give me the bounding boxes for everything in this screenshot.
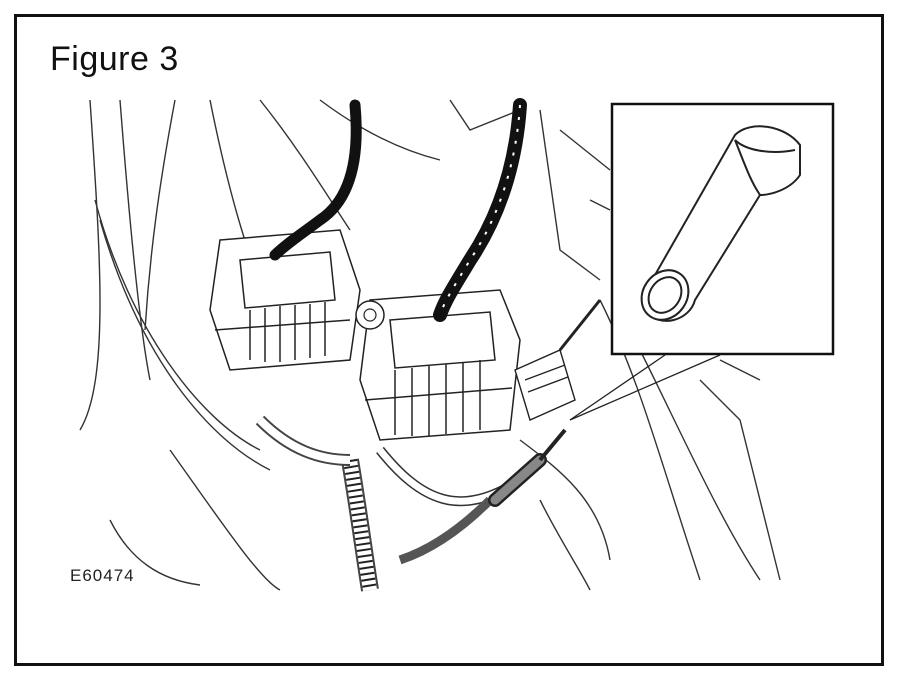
- black-wire-left: [269, 99, 362, 261]
- inset-detail: [610, 102, 835, 356]
- installed-butt-connector: [488, 428, 567, 507]
- butt-connector-detail: [640, 125, 801, 322]
- right-connector: [359, 289, 521, 441]
- black-wire-right: [433, 98, 527, 322]
- mounting-bolt: [355, 300, 385, 330]
- figure-title: Figure 3: [50, 40, 179, 78]
- small-connector: [514, 299, 602, 421]
- left-connector: [209, 229, 361, 371]
- callout-leader: [569, 354, 721, 421]
- reference-code: E60474: [70, 566, 135, 585]
- wire-harness: [255, 415, 523, 592]
